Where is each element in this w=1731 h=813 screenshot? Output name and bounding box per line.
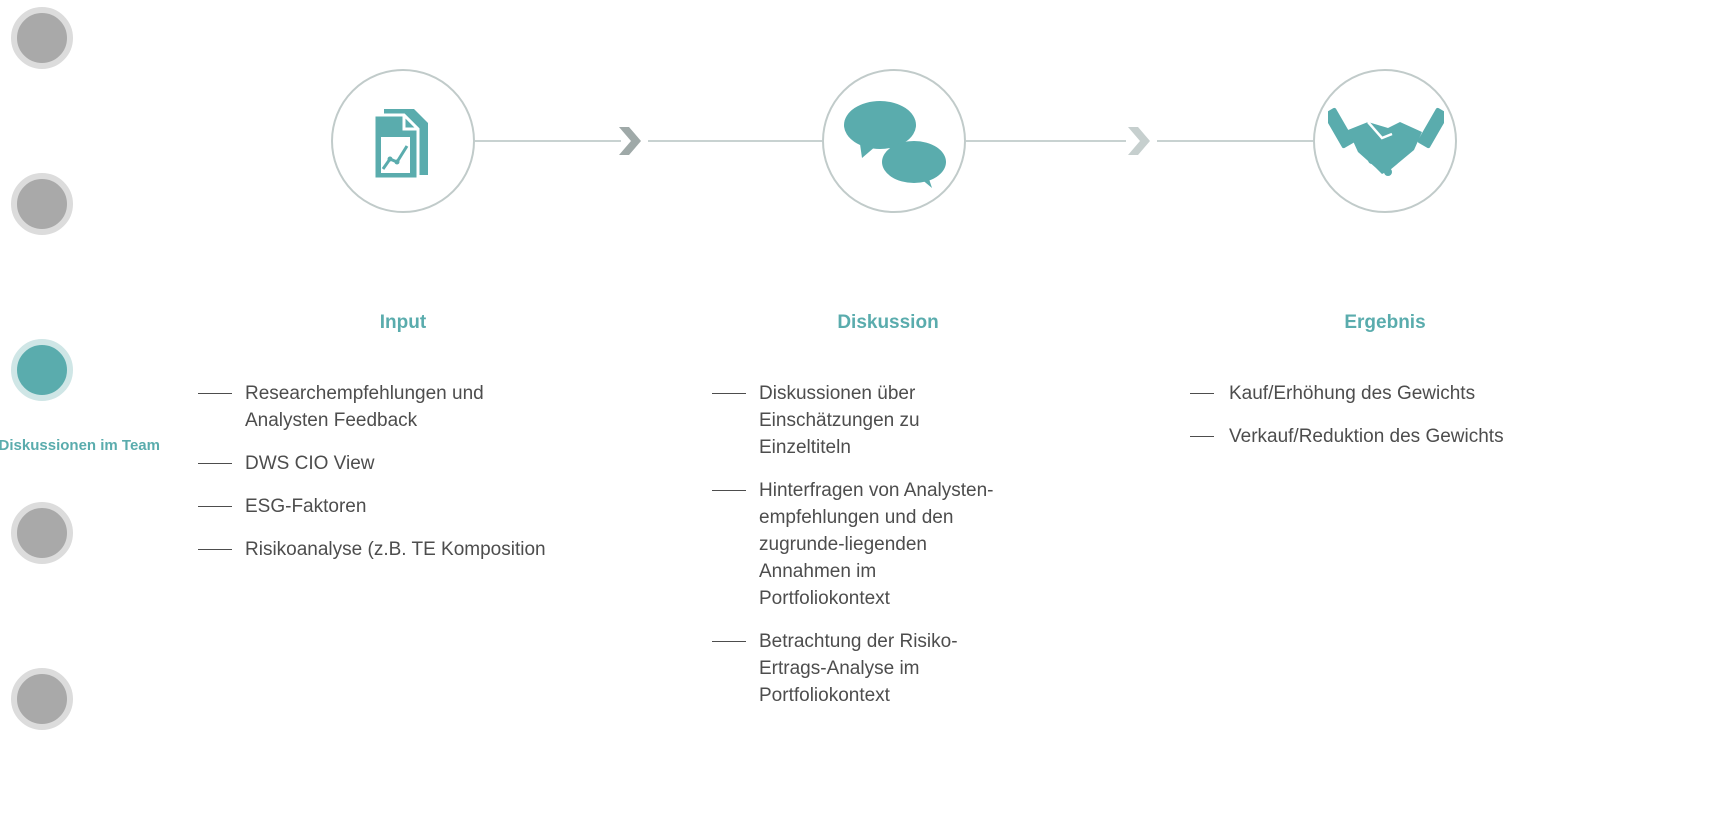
nav-dot-2[interactable] <box>11 173 73 235</box>
speech-bubbles-icon <box>844 101 946 188</box>
list-item: Kauf/Erhöhung des Gewichts <box>1186 380 1606 407</box>
step-title-diskussion: Diskussion <box>837 312 939 333</box>
connector-line <box>475 140 621 142</box>
bullet-list-input: Researchempfehlungen und Analysten Feedb… <box>198 380 618 579</box>
chevron-right-icon <box>1128 127 1150 155</box>
list-item: Betrachtung der Risiko-Ertrags-Analyse i… <box>712 628 1009 709</box>
bullet-list-diskussion: Diskussionen über Einschätzungen zu Einz… <box>712 380 1042 725</box>
active-section-label: Diskussionen im Team <box>0 437 160 454</box>
nav-dot-3[interactable] <box>11 339 73 401</box>
connector-line <box>648 140 824 142</box>
nav-dot-4[interactable] <box>11 502 73 564</box>
nav-dot-1[interactable] <box>11 7 73 69</box>
bullet-list-ergebnis: Kauf/Erhöhung des Gewichts Verkauf/Reduk… <box>1186 380 1606 466</box>
handshake-icon <box>1328 107 1444 176</box>
document-chart-icon <box>372 109 428 179</box>
list-item: Verkauf/Reduktion des Gewichts <box>1186 423 1606 450</box>
nav-dot-5[interactable] <box>11 668 73 730</box>
step-title-ergebnis: Ergebnis <box>1344 312 1426 333</box>
connector-line <box>966 140 1126 142</box>
list-item: Risikoanalyse (z.B. TE Komposition <box>198 536 618 563</box>
list-item: Researchempfehlungen und Analysten Feedb… <box>198 380 505 434</box>
list-item: ESG-Faktoren <box>198 493 618 520</box>
list-item: Hinterfragen von Analysten-empfehlungen … <box>712 477 1009 612</box>
chevron-right-icon <box>619 127 641 155</box>
connector-line <box>1157 140 1314 142</box>
step-title-input: Input <box>379 312 427 333</box>
list-item: DWS CIO View <box>198 450 618 477</box>
list-item: Diskussionen über Einschätzungen zu Einz… <box>712 380 1009 461</box>
